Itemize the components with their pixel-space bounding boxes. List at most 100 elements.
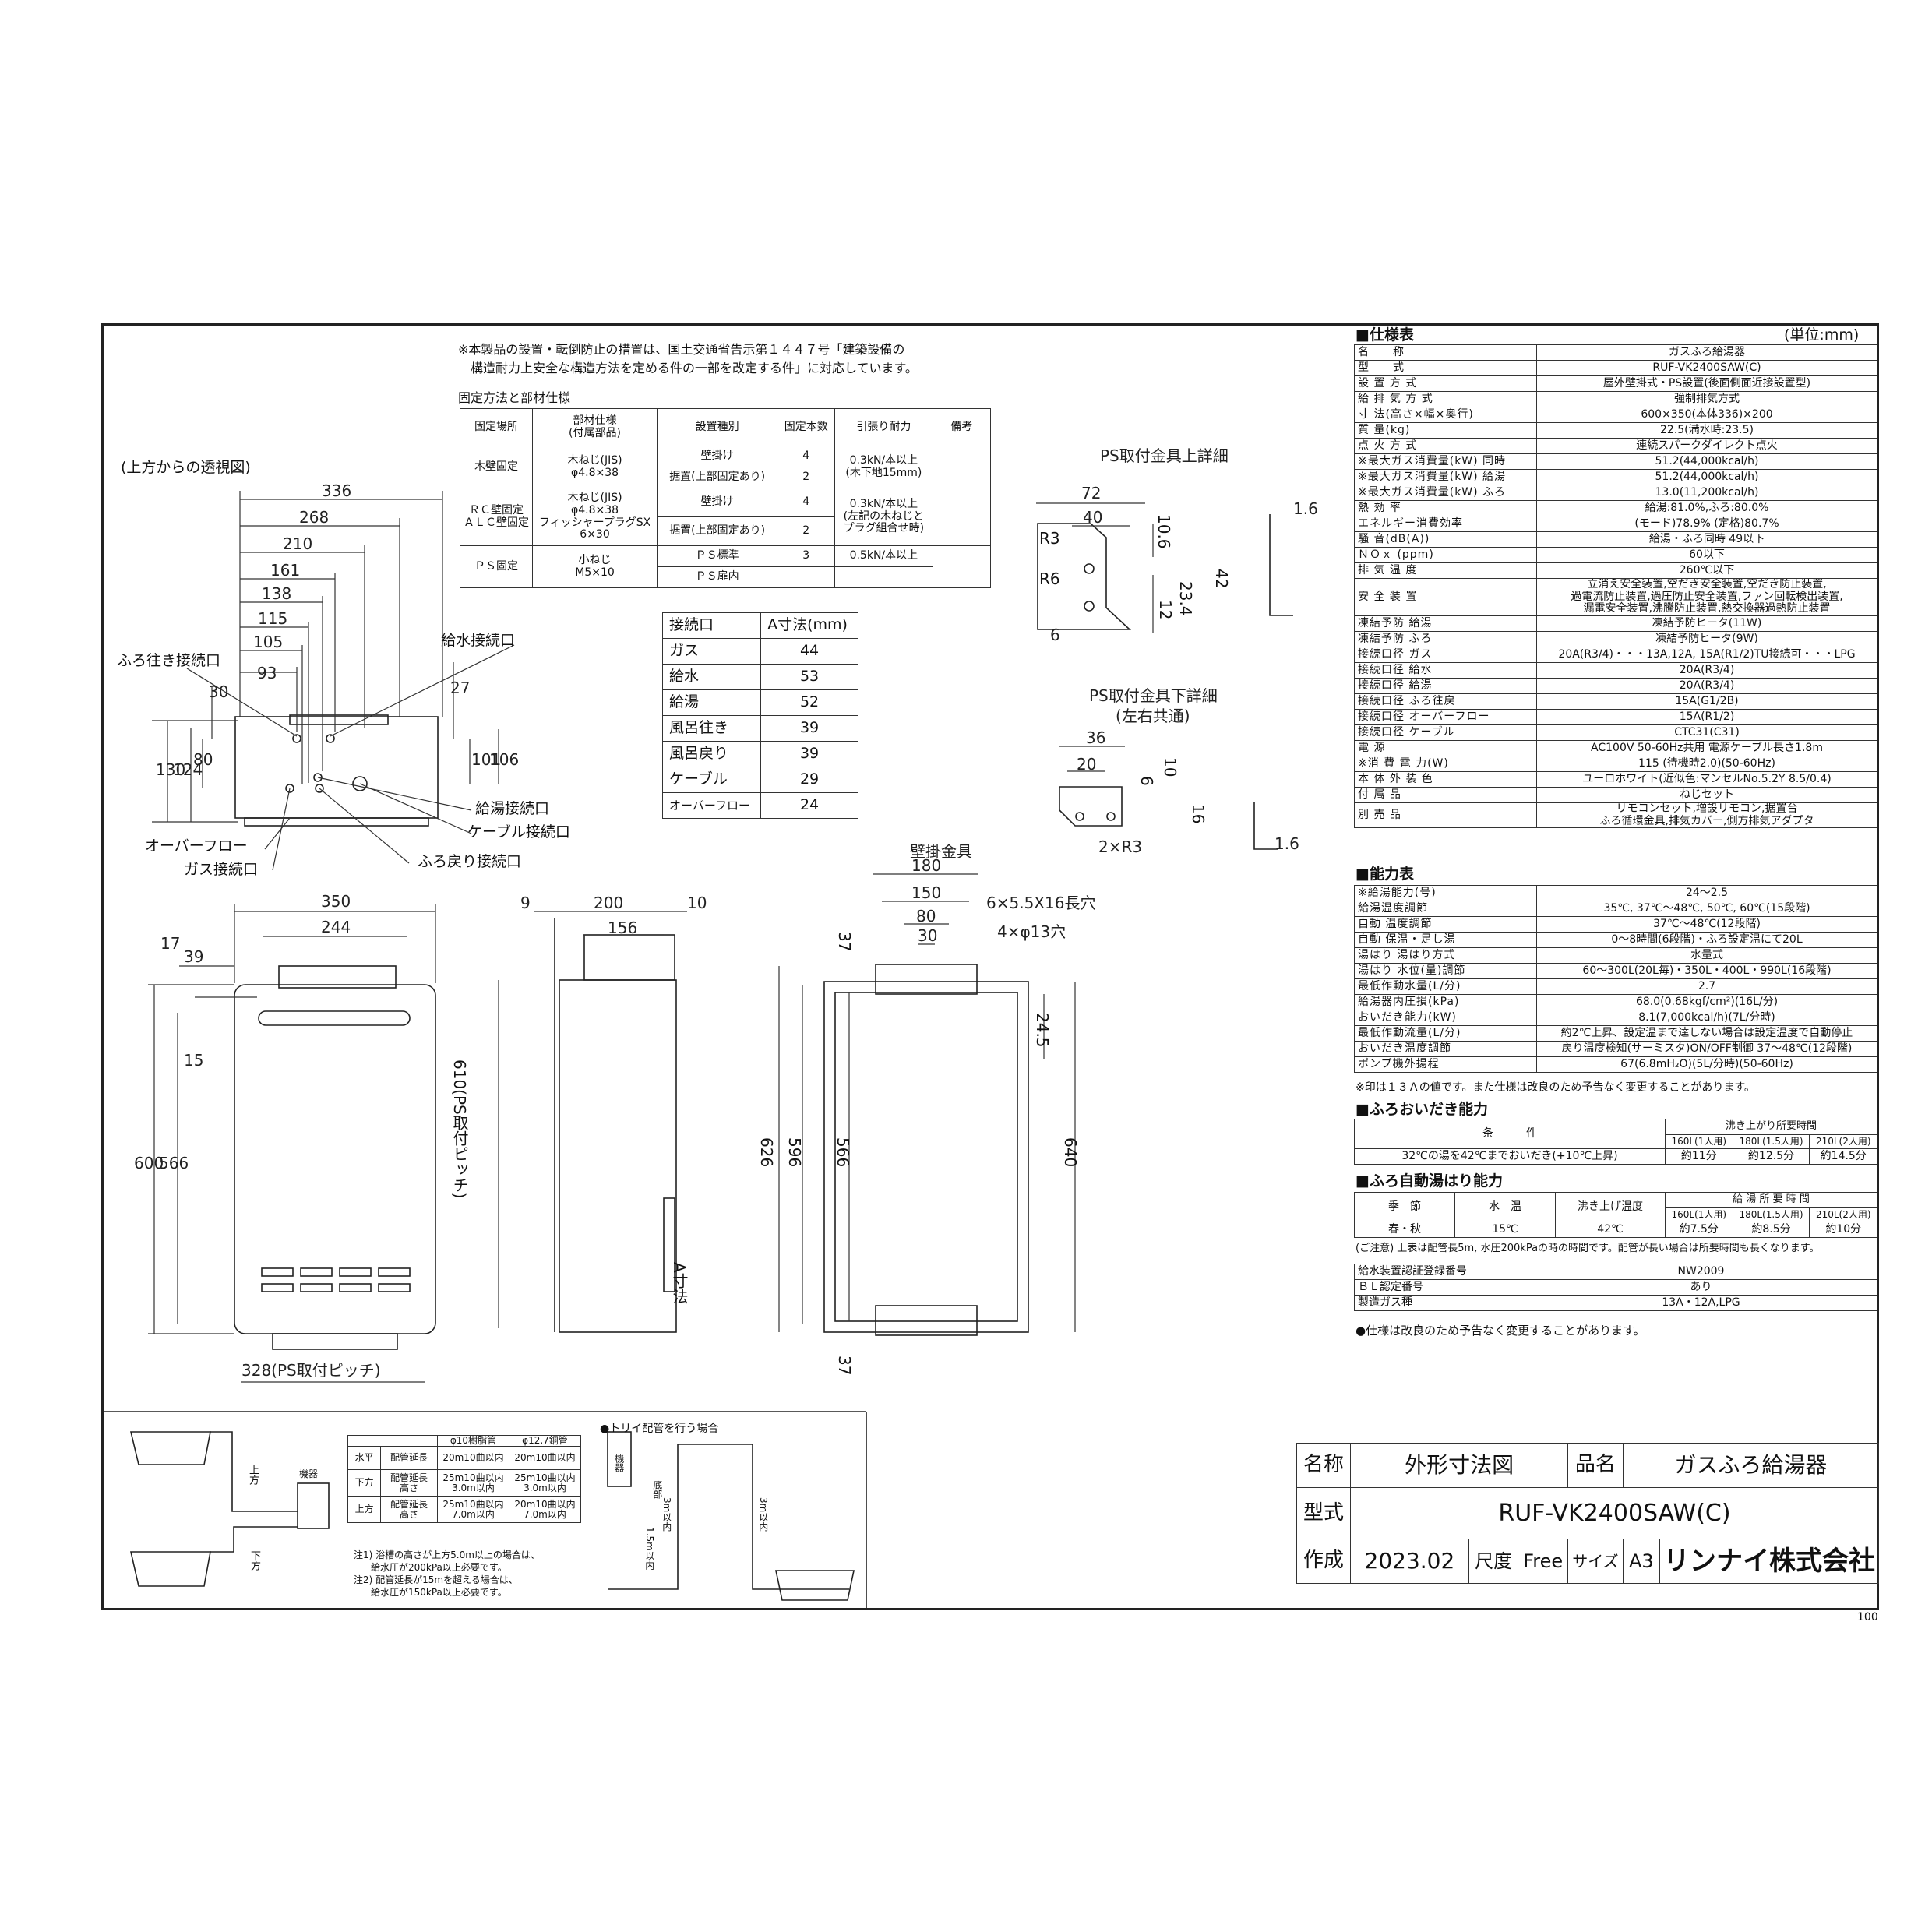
- spec-value: 20A(R3/4)・・・13A,12A, 15A(R1/2)TU接続可・・・LP…: [1536, 647, 1877, 664]
- oidaki-col: 210L(2人用): [1809, 1134, 1877, 1149]
- spec-value: 51.2(44,000kcal/h): [1536, 469, 1877, 485]
- bracket-bottom: [875, 1305, 978, 1336]
- capacity-title: ■能力表: [1356, 866, 1414, 883]
- dim-text: 640: [1061, 1137, 1080, 1168]
- oidaki-th: 条 件: [1354, 1119, 1666, 1149]
- capacity-row: 最低作動水量(L/分)2.7: [1354, 978, 1877, 995]
- spec-value: 22.5(満水時:23.5): [1536, 422, 1877, 439]
- bracket-top: [875, 964, 978, 995]
- fix-cell: 4: [777, 488, 836, 517]
- dim-text: R3: [1039, 529, 1060, 548]
- fix-cell: ＰＳ扉内: [657, 566, 778, 588]
- dim-text: 93: [257, 664, 277, 682]
- spec-key: 接続口径 ふろ往戻: [1354, 693, 1537, 710]
- pipe-cell: 下方: [347, 1469, 382, 1497]
- autofill-note: (ご注意) 上表は配管長5m, 水圧200kPaの時の時間です。配管が長い場合は…: [1356, 1243, 1820, 1254]
- spec-value: 115 (待機時2.0)(50-60Hz): [1536, 756, 1877, 773]
- spec-row: 騒 音(dB(A))給湯・ふろ同時 49以下: [1354, 531, 1877, 548]
- spec-key: 接続口径 給湯: [1354, 678, 1537, 695]
- spec-unit: (単位:mm): [1784, 326, 1860, 344]
- autofill-col: 210L(2人用): [1809, 1208, 1877, 1222]
- pipe-th: [347, 1434, 438, 1447]
- capacity-key: 最低作動水量(L/分): [1354, 978, 1537, 995]
- dim-text: A寸法: [670, 1262, 689, 1304]
- spec-value: リモコンセット,増設リモコン,据置台 ふろ循環金具,排気カバー,側方排気アダプタ: [1536, 802, 1877, 829]
- capacity-key: 湯はり 湯はり方式: [1354, 947, 1537, 964]
- tb-size-label: サイズ: [1567, 1539, 1624, 1584]
- fix-th: 固定場所: [460, 408, 533, 446]
- spec-row: 本 体 外 装 色ユーロホワイト(近似色:マンセルNo.5.2Y 8.5/0.4…: [1354, 771, 1877, 788]
- dim-text: 180: [911, 856, 941, 875]
- autofill-col: 160L(1人用): [1665, 1208, 1733, 1222]
- spec-key: 付 属 品: [1354, 787, 1537, 804]
- spec-row: 安 全 装 置立消え安全装置,空だき安全装置,空だき防止装置, 過電流防止装置,…: [1354, 577, 1877, 617]
- spec-value: 15A(R1/2): [1536, 709, 1877, 726]
- dim-text: 350: [321, 892, 351, 911]
- header-note-1: ※本製品の設置・転倒防止の措置は、国土交通省告示第１４４７号「建築設備の: [458, 342, 905, 357]
- capacity-key: おいだき能力(kW): [1354, 1010, 1537, 1026]
- capacity-row: おいだき温度調節戻り温度検知(サーミスタ)ON/OFF制御 37〜48℃(12段…: [1354, 1041, 1877, 1057]
- bracket-drawing: 壁掛金具 180 150 80 30 6×5.5X16長穴 4×φ13穴: [778, 842, 1095, 1336]
- port-bath-return: [315, 784, 324, 793]
- top-view-vent: [289, 714, 389, 725]
- fix-cell: [932, 545, 992, 588]
- spec-row: 給 排 気 方 式強制排気方式: [1354, 391, 1877, 407]
- reg-key: ＢＬ認定番号: [1354, 1279, 1525, 1296]
- spec-value: 連続スパークダイレクト点火: [1536, 438, 1877, 454]
- spec-key: 接続口径 給水: [1354, 662, 1537, 679]
- dim-text: 1.6: [1274, 834, 1299, 853]
- tb-model-value: RUF-VK2400SAW(C): [1349, 1487, 1880, 1539]
- spec-key: 安 全 装 置: [1354, 577, 1537, 617]
- spec-value: 給湯:81.0%,ふろ:80.0%: [1536, 500, 1877, 516]
- dim-text: 6×5.5X16長穴: [986, 894, 1095, 912]
- pipe-cell: 配管延長 高さ: [380, 1469, 438, 1497]
- capacity-key: 給湯温度調節: [1354, 901, 1537, 917]
- fix-cell: 木ねじ(JIS) φ4.8×38 フィッシャープラグSX 6×30: [531, 488, 658, 546]
- spec-key: 凍結予防 給湯: [1354, 615, 1537, 633]
- pipe-cell: 20m10曲以内: [508, 1446, 582, 1471]
- torii-title: ●トリイ配管を行う場合: [600, 1423, 719, 1435]
- spec-value: 260℃以下: [1536, 562, 1877, 579]
- pipe-cell: 25m10曲以内 7.0m以内: [436, 1496, 509, 1524]
- torii-label-bottom: 底部: [651, 1480, 663, 1499]
- spec-value: 強制排気方式: [1536, 391, 1877, 407]
- conn-name: オーバーフロー: [661, 792, 762, 819]
- conn-name: ガス: [661, 638, 762, 665]
- dim-text: 80: [193, 750, 213, 769]
- oidaki-cell: 約11分: [1665, 1148, 1733, 1165]
- conn-value: 53: [760, 664, 858, 690]
- spec-key: 別 売 品: [1354, 802, 1537, 829]
- piping-note-1: 注1) 浴槽の高さが上方5.0m以上の場合は、: [354, 1549, 540, 1560]
- spec-key: 熱 効 率: [1354, 500, 1537, 516]
- dim-text: 2×R3: [1098, 837, 1142, 856]
- spec-value: 凍結予防ヒータ(11W): [1536, 615, 1877, 633]
- dim-text: 566: [159, 1154, 189, 1172]
- spec-key: 接続口径 ケーブル: [1354, 724, 1537, 742]
- dim-text: 16: [1189, 804, 1208, 824]
- capacity-value: 約2℃上昇、設定温まで達しない場合は設定温度で自動停止: [1536, 1025, 1877, 1042]
- dim-text: 596: [785, 1137, 804, 1168]
- spec-key: 凍結予防 ふろ: [1354, 631, 1537, 648]
- spec-value: AC100V 50-60Hz共用 電源ケーブル長さ1.8m: [1536, 740, 1877, 757]
- capacity-value: 35℃, 37℃〜48℃, 50℃, 60℃(15段階): [1536, 901, 1877, 917]
- dim-text: 15: [184, 1051, 203, 1070]
- piping-diagram: [101, 1411, 867, 1609]
- spec-key: 寸 法(高さ×幅×奥行): [1354, 407, 1537, 423]
- dim-text: 10.6: [1155, 514, 1173, 549]
- ps-lower-drawing: PS取付金具下詳細 (左右共通) 36 20 2×R3 1.6: [1059, 686, 1299, 856]
- spec-row: 凍結予防 給湯凍結予防ヒータ(11W): [1354, 615, 1877, 633]
- torii-label-unit: 機器: [613, 1454, 625, 1472]
- dim-text: R6: [1039, 569, 1060, 588]
- spec-value: CTC31(C31): [1536, 724, 1877, 742]
- piping-label-unit: 機器: [299, 1468, 319, 1479]
- dim-text: 40: [1083, 508, 1102, 527]
- fix-cell: 壁掛け: [657, 488, 778, 517]
- spec-key: エネルギー消費効率: [1354, 516, 1537, 532]
- spec-key: 接続口径 ガス: [1354, 647, 1537, 664]
- capacity-value: 戻り温度検知(サーミスタ)ON/OFF制御 37〜48℃(12段階): [1536, 1041, 1877, 1057]
